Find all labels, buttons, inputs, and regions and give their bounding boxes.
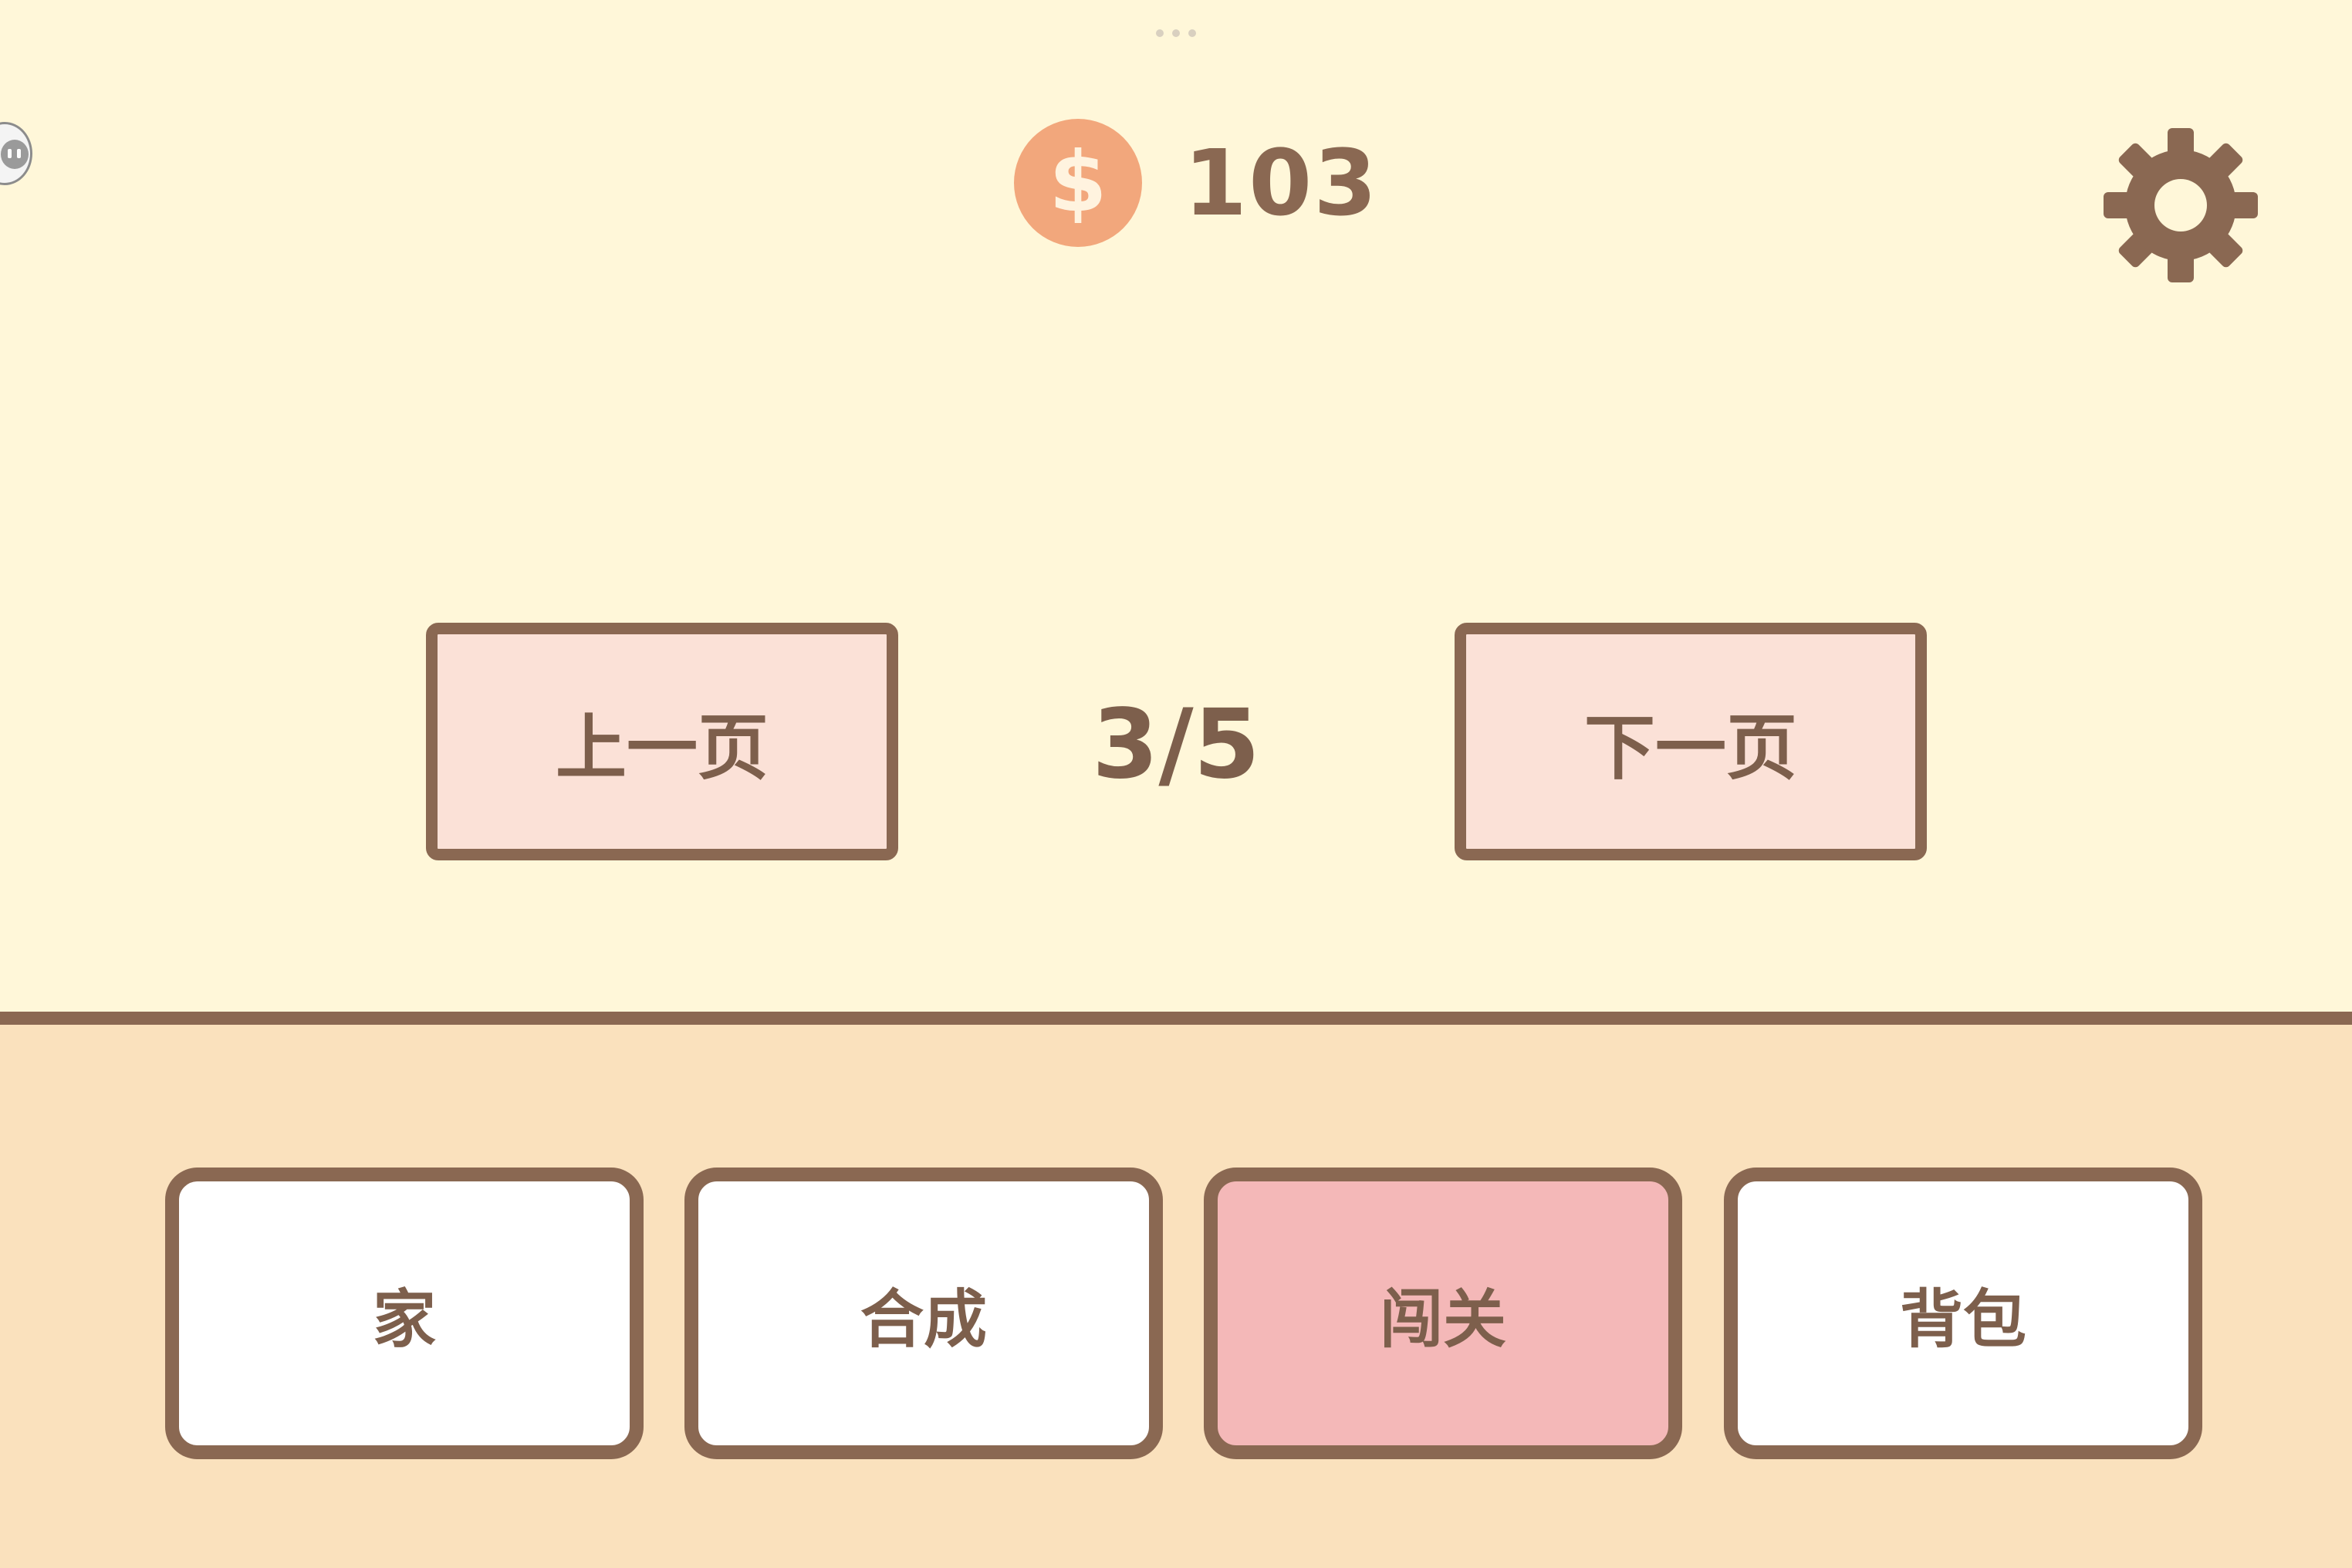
gear-icon[interactable] xyxy=(2104,128,2258,282)
nav-levels-button[interactable]: 闯关 xyxy=(1204,1168,1682,1459)
drag-handle[interactable] xyxy=(1156,29,1196,37)
nav-craft-button[interactable]: 合成 xyxy=(684,1168,1163,1459)
divider xyxy=(0,1012,2352,1025)
floating-assistant-icon[interactable] xyxy=(0,122,32,185)
coin-icon: $ xyxy=(1014,119,1142,247)
drag-handle-dot xyxy=(1172,29,1180,37)
drag-handle-dot xyxy=(1188,29,1196,37)
assistant-eye xyxy=(8,149,12,158)
gear-icon-svg xyxy=(2104,128,2258,282)
prev-page-button[interactable]: 上一页 xyxy=(426,623,898,860)
drag-handle-dot xyxy=(1156,29,1164,37)
nav-backpack-button[interactable]: 背包 xyxy=(1724,1168,2202,1459)
nav-home-button[interactable]: 家 xyxy=(165,1168,644,1459)
page-indicator: 3/5 xyxy=(1092,689,1260,800)
assistant-face xyxy=(1,140,29,169)
assistant-eye xyxy=(17,149,21,158)
coin-symbol: $ xyxy=(1049,134,1107,231)
coin-amount: 103 xyxy=(1184,130,1379,236)
next-page-button[interactable]: 下一页 xyxy=(1455,623,1927,860)
top-area: $ 103 上一页 3/5 xyxy=(0,29,2258,860)
coin-counter: $ 103 xyxy=(1014,117,1378,248)
